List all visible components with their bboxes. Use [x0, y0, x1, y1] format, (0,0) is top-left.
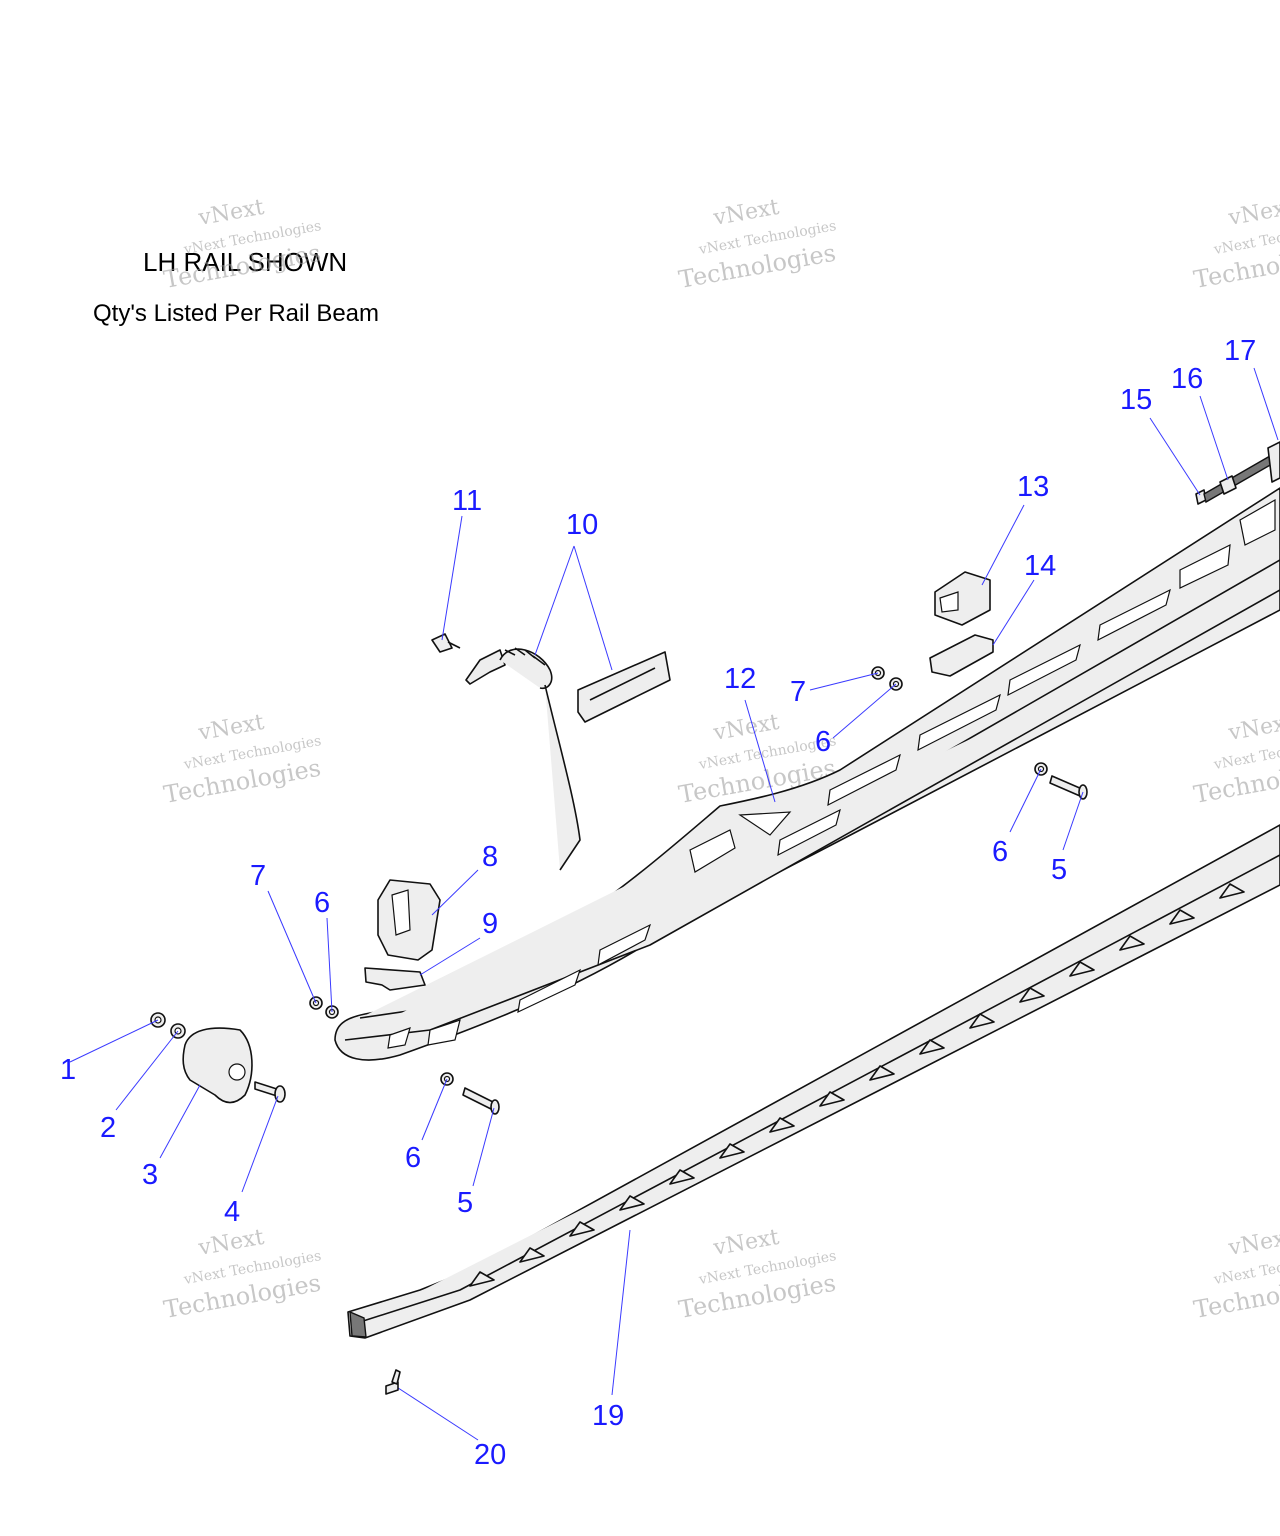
watermark-line1: vNext: [196, 195, 266, 231]
callout-3: 3: [142, 1159, 158, 1191]
torsion-spring-10: [465, 647, 581, 871]
watermark-tile: vNext vNext Technologies Technologies: [162, 710, 323, 809]
watermark-tile: vNext vNext Technologies Technologies: [1192, 1225, 1280, 1324]
callout-2: 2: [100, 1112, 116, 1144]
adjuster-15-16-17: [1195, 441, 1280, 505]
callout-17: 17: [1224, 335, 1256, 367]
watermark-line1: vNext: [1226, 195, 1280, 231]
watermark-tile: vNext vNext Technologies Technologies: [1192, 710, 1280, 809]
spring-cover-10: [577, 651, 671, 723]
watermark-tile: vNext vNext Technologies Technologies: [677, 195, 838, 294]
callout-7-front: 7: [250, 860, 266, 892]
leader-lines: [69, 367, 1279, 1441]
callout-6-lower: 6: [405, 1142, 421, 1174]
callout-6-front: 6: [314, 887, 330, 919]
callout-4: 4: [224, 1196, 240, 1228]
callout-19: 19: [592, 1400, 624, 1432]
bumper-block-13: [934, 571, 991, 626]
callout-6-rear-upper: 6: [815, 726, 831, 758]
watermark-tile: vNext vNext Technologies Technologies: [1192, 195, 1280, 294]
callout-15: 15: [1120, 384, 1152, 416]
callout-5-lower: 5: [457, 1187, 473, 1219]
fastener-20: [385, 1369, 401, 1395]
watermark-line1: vNext: [1226, 1225, 1280, 1261]
bolt-5-rear: [1049, 775, 1088, 800]
bolt-4: [254, 1081, 286, 1103]
callout-9: 9: [482, 908, 498, 940]
callout-14: 14: [1024, 550, 1056, 582]
rail-beam: [334, 487, 1280, 1061]
callout-5-rear: 5: [1051, 854, 1067, 886]
watermark-line1: vNext: [196, 710, 266, 746]
callout-8: 8: [482, 841, 498, 873]
slide-strip: [347, 824, 1280, 1339]
callout-7-rear: 7: [790, 676, 806, 708]
watermark-line1: vNext: [711, 195, 781, 231]
callout-11: 11: [452, 485, 482, 517]
watermark-tile: vNext vNext Technologies Technologies: [162, 195, 323, 294]
end-cap-3: [182, 1027, 253, 1104]
watermark-line1: vNext: [1226, 710, 1280, 746]
callout-6-rear: 6: [992, 836, 1008, 868]
bumper-insert-14: [929, 634, 994, 677]
callout-10: 10: [566, 509, 598, 541]
bolt-11: [431, 633, 461, 653]
callout-1: 1: [60, 1054, 76, 1086]
watermark-line1: vNext: [711, 710, 781, 746]
callouts: 1 2 3 4 5 5 6 6 6 6 7 7 8 9 10 11 12 13 …: [60, 335, 1256, 1471]
callout-12: 12: [724, 663, 756, 695]
diagram-title: LH RAIL SHOWN: [143, 247, 348, 277]
callout-20: 20: [474, 1439, 506, 1471]
watermark-line1: vNext: [711, 1225, 781, 1261]
watermark-tile: vNext vNext Technologies Technologies: [677, 1225, 838, 1324]
watermark-line1: vNext: [196, 1225, 266, 1261]
quantity-note: Qty's Listed Per Rail Beam: [93, 300, 380, 327]
bumper-insert-9: [364, 967, 426, 991]
callout-16: 16: [1171, 363, 1203, 395]
bumper-block-8: [377, 879, 441, 961]
watermark-tile: vNext vNext Technologies Technologies: [162, 1225, 323, 1324]
callout-13: 13: [1017, 471, 1049, 503]
